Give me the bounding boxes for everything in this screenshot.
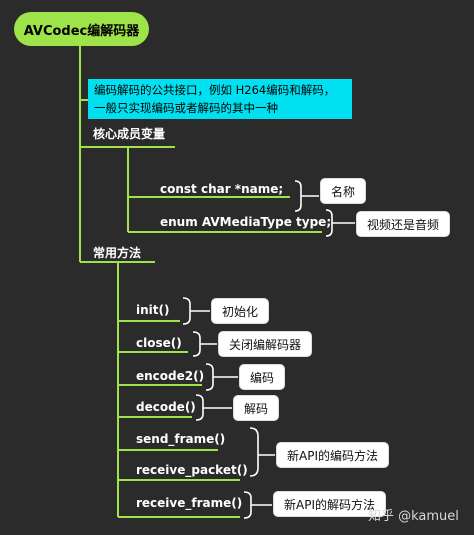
- note-name: 名称: [320, 178, 367, 204]
- member-name-label: const char *name;: [160, 182, 284, 196]
- method-encode2: encode2(): [136, 369, 205, 383]
- root-label: AVCodec编解码器: [23, 23, 140, 39]
- method-receive-frame: receive_frame(): [136, 496, 243, 510]
- watermark: 知乎 @kamuel: [368, 509, 459, 524]
- method-init: init(): [136, 303, 170, 317]
- description-line-1: 编码解码的公共接口，例如 H264编码和解码，: [94, 83, 336, 97]
- note-init: 初始化: [211, 298, 270, 324]
- member-type-label: enum AVMediaType type;: [160, 215, 332, 229]
- note-type: 视频还是音频: [356, 211, 451, 237]
- note-decode: 解码: [233, 395, 280, 421]
- root-node: AVCodec编解码器: [14, 12, 149, 46]
- note-new-decode: 新API的解码方法: [273, 491, 386, 517]
- bracket-encode2: [205, 363, 238, 391]
- methods-label: 常用方法: [93, 246, 142, 260]
- note-encode2: 编码: [239, 364, 286, 390]
- method-send-frame: send_frame(): [136, 432, 226, 446]
- bracket-name: [294, 180, 319, 212]
- bracket-decode: [195, 394, 232, 421]
- bracket-type: [325, 209, 355, 237]
- method-decode: decode(): [136, 400, 196, 414]
- description-box: 编码解码的公共接口，例如 H264编码和解码， 一般只实现编码或者解码的其中一种: [88, 79, 352, 119]
- description-line-2: 一般只实现编码或者解码的其中一种: [94, 101, 278, 115]
- method-receive-packet: receive_packet(): [136, 463, 248, 477]
- bracket-new-decode: [243, 491, 272, 519]
- members-label: 核心成员变量: [93, 127, 166, 141]
- bracket-close: [192, 331, 217, 357]
- method-close: close(): [136, 336, 182, 350]
- note-close: 关闭编解码器: [218, 331, 313, 357]
- bracket-new-encode: [249, 427, 275, 477]
- note-new-encode: 新API的编码方法: [276, 442, 389, 468]
- bracket-init: [182, 297, 210, 325]
